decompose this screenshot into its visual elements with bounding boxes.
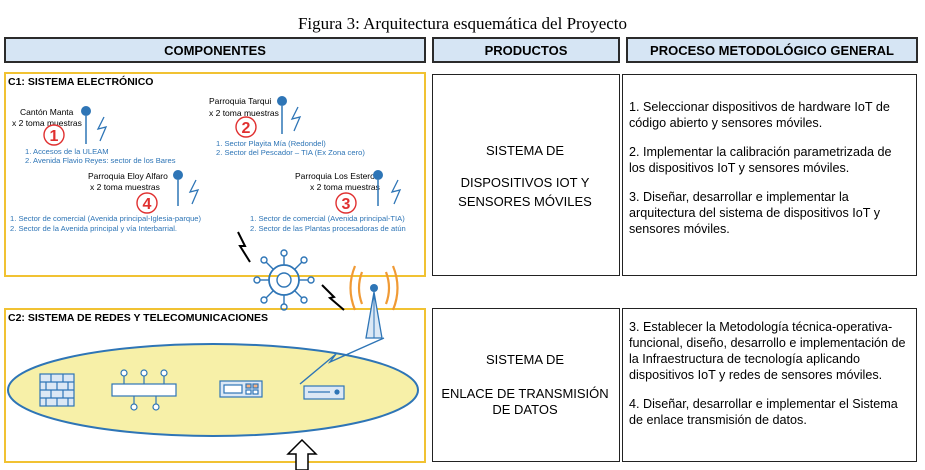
process-step-5: 4. Diseñar, desarrollar e implementar el… xyxy=(629,397,898,427)
firewall-icon xyxy=(39,373,75,407)
site-1-point-2: 2. Avenida Flavio Reyes: sector de los B… xyxy=(25,156,176,165)
sensor-icon-4 xyxy=(173,170,200,206)
product-2-line-3: DE DATOS xyxy=(492,402,558,417)
site-4-name: Parroquia Eloy Alfaro xyxy=(88,171,168,181)
c2-title: C2: SISTEMA DE REDES Y TELECOMUNICACIONE… xyxy=(8,312,269,324)
product-1-line-3: SENSORES MÓVILES xyxy=(458,194,592,209)
site-2-point-1: 1. Sector Playita Mía (Redondel) xyxy=(216,139,326,148)
lightning-bolt-icon-2 xyxy=(321,284,345,311)
product-box-1: SISTEMA DE DISPOSITIVOS IOT Y SENSORES M… xyxy=(432,74,620,276)
product-2-line-1: SISTEMA DE xyxy=(485,352,565,367)
process-step-1: 1. Seleccionar dispositivos de hardware … xyxy=(629,100,890,130)
site-2-samples: x 2 toma muestras xyxy=(209,108,279,118)
site-3-point-2: 2. Sector de las Plantas procesadoras de… xyxy=(250,224,406,233)
site-4-samples: x 2 toma muestras xyxy=(90,182,160,192)
modem-icon xyxy=(303,385,345,400)
sensor-icon-3 xyxy=(373,170,402,206)
site-3-name: Parroquia Los Esteros xyxy=(295,171,380,181)
up-arrow-icon xyxy=(286,438,318,470)
sensor-icon-1 xyxy=(81,106,108,144)
site-number-1-badge: 1 xyxy=(43,124,65,146)
header-productos: PRODUCTOS xyxy=(432,37,620,63)
figure-title: Figura 3: Arquitectura esquemática del P… xyxy=(297,14,628,33)
router-icon xyxy=(219,380,263,398)
process-box-1: 1. Seleccionar dispositivos de hardware … xyxy=(622,74,917,276)
site-3-point-1: 1. Sector de comercial (Avenida principa… xyxy=(250,214,405,223)
site-number-2-badge: 2 xyxy=(235,116,257,138)
network-switch-icon xyxy=(111,369,177,411)
site-2-point-2: 2. Sector del Pescador – TIA (Ex Zona ce… xyxy=(216,148,365,157)
header-proceso: PROCESO METODOLÓGICO GENERAL xyxy=(626,37,918,63)
c1-title: C1: SISTEMA ELECTRÓNICO xyxy=(8,76,154,88)
site-4-point-2: 2. Sector de la Avenida principal y vía … xyxy=(10,224,178,233)
site-3-samples: x 2 toma muestras xyxy=(310,182,380,192)
site-1-number: 1 xyxy=(50,128,59,145)
process-step-2: 2. Implementar la calibración parametriz… xyxy=(629,145,892,175)
c2-panel xyxy=(4,308,426,463)
site-1-point-1: 1. Accesos de la ULEAM xyxy=(25,147,109,156)
site-1-name: Cantón Manta xyxy=(20,107,74,117)
site-number-3-badge: 3 xyxy=(335,192,357,214)
network-ellipse xyxy=(7,343,419,437)
header-componentes: COMPONENTES xyxy=(4,37,426,63)
site-4-number: 4 xyxy=(143,196,152,213)
process-step-4: 3. Establecer la Metodología técnica-ope… xyxy=(629,320,906,382)
wireless-hub-icon xyxy=(253,249,315,311)
site-3-number: 3 xyxy=(342,196,351,213)
antenna-tower-icon xyxy=(299,265,399,385)
lightning-bolt-icon xyxy=(237,231,251,263)
site-4-point-1: 1. Sector de comercial (Avenida principa… xyxy=(10,214,202,223)
product-1-line-2: DISPOSITIVOS IOT Y xyxy=(460,175,590,190)
product-2-line-2: ENLACE DE TRANSMISIÓN xyxy=(441,386,609,401)
site-1-samples: x 2 toma muestras xyxy=(12,118,82,128)
product-box-2: SISTEMA DE ENLACE DE TRANSMISIÓN DE DATO… xyxy=(432,308,620,462)
process-step-3: 3. Diseñar, desarrollar e implementar la… xyxy=(629,190,881,236)
sensor-icon-2 xyxy=(277,96,302,134)
site-2-name: Parroquia Tarqui xyxy=(209,96,272,106)
c1-panel xyxy=(4,72,426,277)
site-number-4-badge: 4 xyxy=(136,192,158,214)
product-1-line-1: SISTEMA DE xyxy=(485,143,565,158)
process-box-2: 3. Establecer la Metodología técnica-ope… xyxy=(622,308,917,462)
site-2-number: 2 xyxy=(242,120,251,137)
